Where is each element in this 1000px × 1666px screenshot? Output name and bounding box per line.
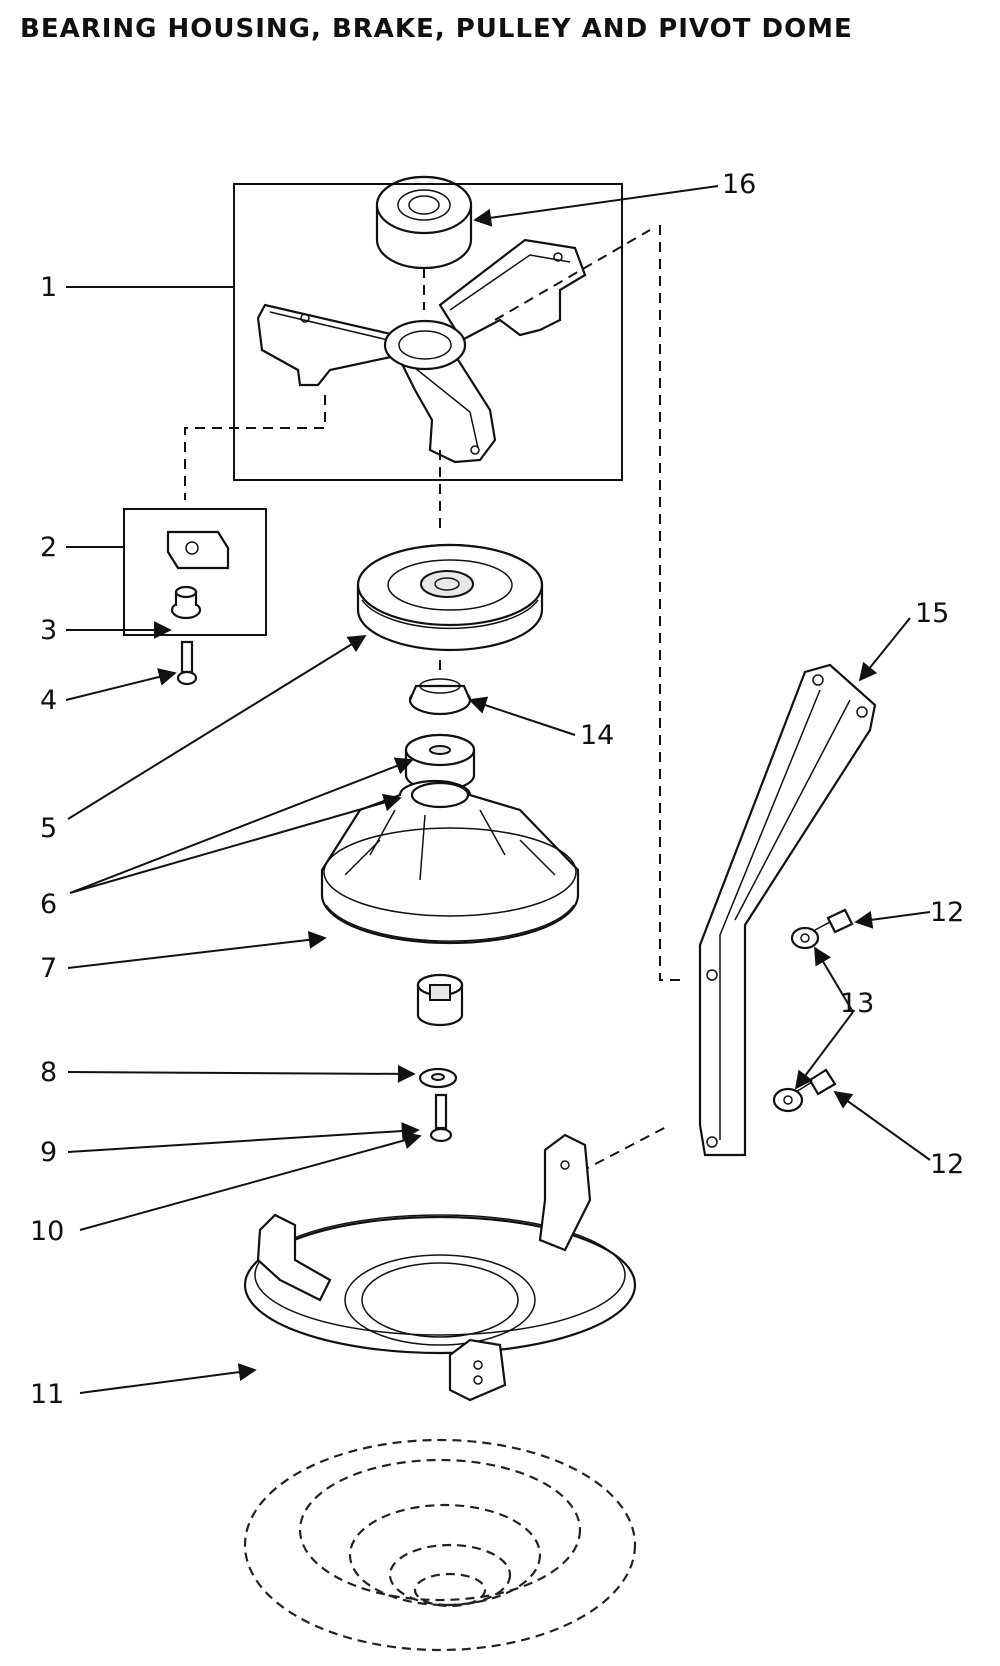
callout-1: 1 [40,272,57,303]
part-2-clip [166,530,230,570]
callout-2: 2 [40,532,57,563]
callout-4: 4 [40,685,57,716]
callout-12-lower: 12 [930,1149,964,1180]
callout-12-upper: 12 [930,897,964,928]
part-14-spring-cup [408,678,472,716]
leader-lines [65,185,931,1394]
callout-3: 3 [40,615,57,646]
callout-8: 8 [40,1057,57,1088]
callout-10: 10 [30,1216,64,1247]
part-4-bolt [176,640,198,686]
diagram-title: BEARING HOUSING, BRAKE, PULLEY AND PIVOT… [20,14,853,44]
part-10-screw [429,1093,453,1143]
part-13-washer-lower [772,1087,804,1113]
part-6-bushings [404,733,476,792]
callout-9: 9 [40,1137,57,1168]
part-1-box [233,183,623,481]
callout-7: 7 [40,953,57,984]
callout-16: 16 [722,169,756,200]
part-13-washer-upper [790,926,820,950]
callout-13: 13 [840,988,874,1019]
part-8-cam [416,973,464,1027]
part-16-bearing [375,175,473,270]
part-3-nut [170,585,202,620]
part-11-pivot-dome [243,1133,637,1402]
callout-14: 14 [580,720,614,751]
part-12-screw-lower [795,1068,837,1096]
part-15-brace [698,663,877,1157]
reference-tub-outline [243,1438,637,1652]
callout-5: 5 [40,813,57,844]
callout-labels: 1 2 3 4 5 6 7 8 9 10 11 12 12 13 14 15 1… [30,169,964,1410]
part-9-washer [418,1067,458,1089]
part-2-box [123,508,267,636]
callout-11: 11 [30,1379,64,1410]
part-5-brake-pulley [356,543,544,652]
part-7-drive-pulley [320,779,580,945]
part-12-screw-upper [814,908,854,934]
callout-6: 6 [40,889,57,920]
part-1-bearing-housing [256,238,587,464]
callout-15: 15 [915,598,949,629]
